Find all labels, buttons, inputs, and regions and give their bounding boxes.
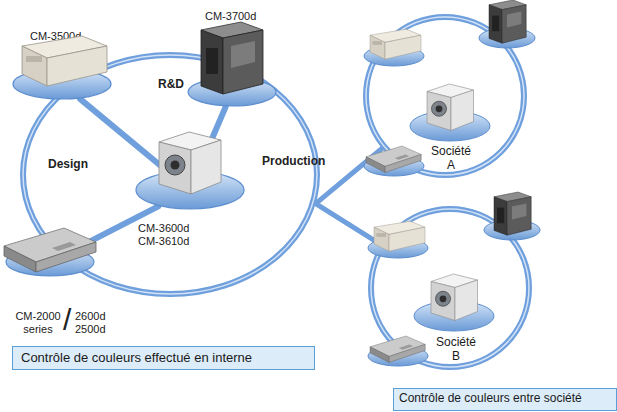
disk-fill bbox=[13, 69, 111, 99]
company-circle: Société B bbox=[368, 206, 532, 370]
device-disk: CM-2000 series/2600d 2500d bbox=[5, 247, 95, 277]
device-image bbox=[22, 36, 107, 86]
device-image bbox=[366, 146, 421, 172]
device-disk bbox=[364, 156, 424, 176]
disk-shape bbox=[5, 247, 95, 277]
disk-shape bbox=[187, 77, 277, 107]
company-devices bbox=[368, 192, 540, 366]
model-label: CM-3700d bbox=[205, 10, 285, 23]
device-disk bbox=[368, 346, 428, 366]
device-disk: CM-3600d CM-3610d bbox=[135, 170, 245, 210]
device-image bbox=[427, 84, 474, 131]
model-label: CM-2000 series bbox=[11, 310, 65, 335]
company-devices bbox=[364, 0, 535, 176]
device-image bbox=[370, 29, 421, 59]
device-image bbox=[374, 221, 425, 251]
device-disk: CM-3700d bbox=[187, 77, 277, 107]
device-disk bbox=[410, 111, 490, 141]
model-label: 2600d 2500d bbox=[75, 310, 111, 335]
ring-spoke bbox=[198, 107, 225, 170]
stage-label: Design bbox=[48, 158, 108, 172]
company-link bbox=[316, 148, 382, 203]
company-label: Société A bbox=[427, 145, 475, 173]
device-image bbox=[370, 336, 425, 362]
device-disk bbox=[484, 220, 540, 240]
device-disk bbox=[479, 28, 535, 48]
disk-fill bbox=[136, 171, 244, 209]
device-disk bbox=[364, 46, 424, 66]
caption-text: Contrôle de couleurs entre société bbox=[399, 392, 615, 406]
disk-fill bbox=[188, 78, 276, 106]
ring-highlight bbox=[366, 17, 524, 175]
device-image bbox=[489, 0, 526, 43]
caption-box: Contrôle de couleurs entre société bbox=[393, 388, 617, 411]
ring-band bbox=[366, 17, 524, 175]
company-link bbox=[316, 204, 381, 245]
device-disk bbox=[414, 301, 494, 331]
stage-label: Production bbox=[262, 155, 342, 169]
disk-shape bbox=[12, 68, 112, 100]
stage-label: R&D bbox=[158, 78, 218, 92]
disk-shape bbox=[135, 170, 245, 210]
device-image bbox=[159, 132, 221, 194]
device-image bbox=[494, 192, 531, 235]
company-label: Société B bbox=[432, 336, 480, 364]
device-image bbox=[431, 274, 478, 321]
device-image bbox=[201, 22, 263, 94]
model-separator: / bbox=[63, 305, 77, 335]
ring-highlight bbox=[371, 209, 529, 367]
device-image bbox=[4, 228, 96, 272]
caption-text: Contrôle de couleurs effectué en interne bbox=[21, 351, 311, 366]
ring-spoke bbox=[80, 99, 168, 172]
ring-band bbox=[371, 209, 529, 367]
company-circle: Société A bbox=[363, 14, 527, 178]
model-label: CM-3600d CM-3610d bbox=[138, 222, 200, 247]
disk-fill bbox=[6, 248, 94, 276]
device-disk: CM-3500d bbox=[12, 68, 112, 100]
caption-box: Contrôle de couleurs effectué en interne bbox=[12, 346, 315, 370]
model-label: CM-3500d bbox=[30, 30, 110, 43]
device-disk bbox=[368, 238, 428, 258]
